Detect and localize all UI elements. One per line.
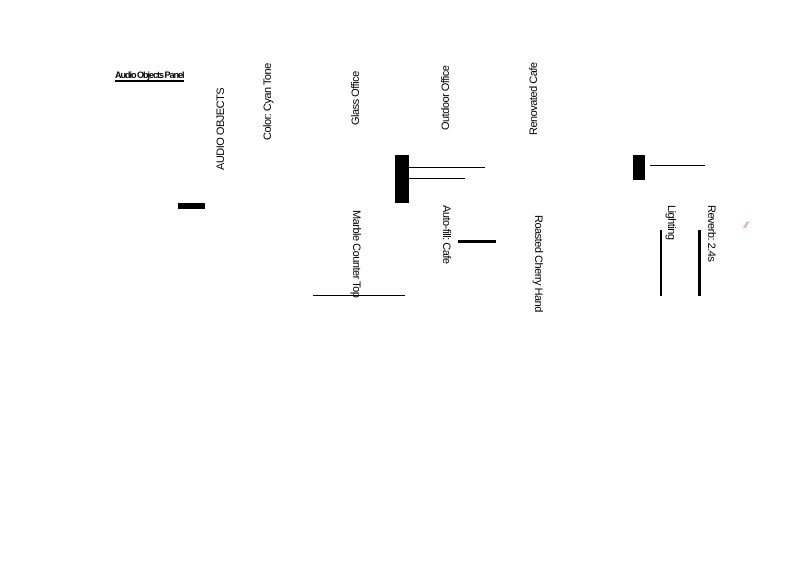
object-icon (633, 155, 645, 180)
panel-header: Audio Objects Panel (115, 70, 185, 82)
bottom-label-3[interactable]: Lighting (665, 205, 677, 240)
top-label-3[interactable]: Outdoor Office (440, 65, 452, 130)
bottom-label-1[interactable]: Auto-fill: Cafe (440, 205, 452, 264)
top-label-1[interactable]: Color: Cyan Tone (262, 63, 274, 140)
scroll-track[interactable] (698, 230, 701, 296)
selection-underline (458, 240, 496, 243)
object-track-line (405, 167, 485, 168)
bottom-label-2[interactable]: Roasted Cherry Hand (532, 215, 544, 312)
accent-mark-icon: ⁄⁄ (745, 220, 749, 230)
bottom-label-4[interactable]: Reverb: 2.4s (705, 205, 717, 262)
scroll-track[interactable] (660, 230, 662, 296)
top-label-0: AUDIO OBJECTS (215, 87, 227, 170)
object-icon (395, 155, 409, 203)
panel-divider (178, 203, 205, 209)
object-track-line (405, 178, 465, 179)
top-label-2[interactable]: Glass Office (350, 71, 362, 125)
top-label-4[interactable]: Renovated Cafe (528, 62, 540, 136)
row-underline (313, 295, 405, 296)
object-track-line (650, 165, 705, 166)
bottom-label-0[interactable]: Marble Counter Top (350, 210, 362, 298)
